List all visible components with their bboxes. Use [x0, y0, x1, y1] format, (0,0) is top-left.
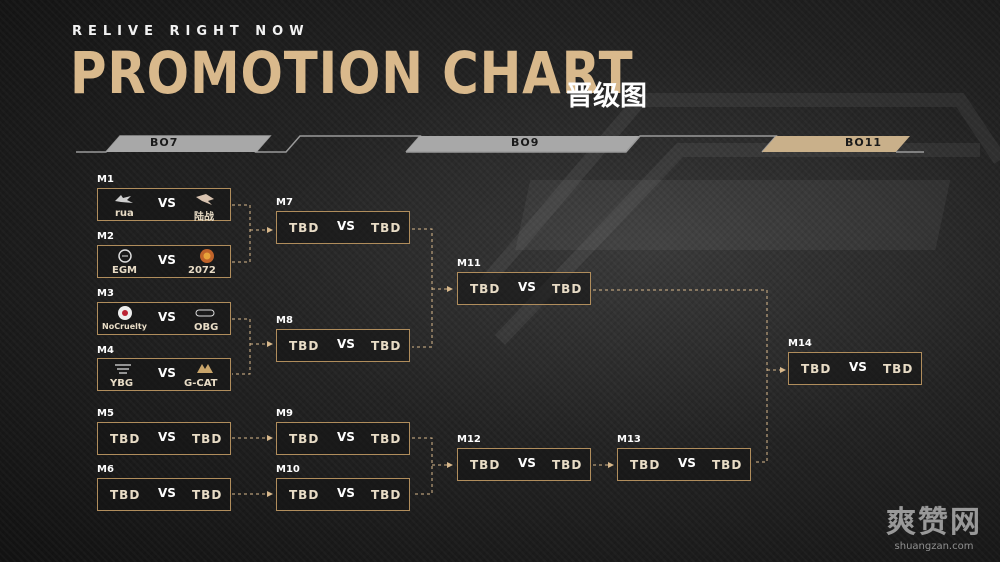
vs-label: VS — [158, 196, 176, 210]
team1-name: YBG — [110, 378, 134, 389]
vs-label: VS — [518, 456, 536, 470]
2072-logo-icon — [200, 249, 214, 263]
team1-name: NoCruelty — [102, 322, 147, 331]
team2-name: TBD — [371, 432, 402, 446]
watermark-cn: 爽赞网 — [886, 505, 982, 540]
watermark-en: shuangzan.com — [894, 541, 974, 552]
team2-name: TBD — [883, 362, 914, 376]
bird-logo-icon — [196, 194, 214, 205]
team2-name: OBG — [194, 322, 219, 333]
team2-name: 2072 — [188, 265, 216, 276]
match-m12[interactable]: TBD VS TBD — [457, 448, 591, 481]
vs-label: VS — [337, 337, 355, 351]
match-label-m5: M5 — [97, 408, 114, 419]
vs-label: VS — [158, 253, 176, 267]
team2-name: TBD — [192, 488, 223, 502]
match-m6[interactable]: TBD VS TBD — [97, 478, 231, 511]
match-m1[interactable]: rua VS 陆战 — [97, 188, 231, 223]
team1-name: EGM — [112, 265, 137, 276]
page-title-cn: 晋级图 — [566, 81, 647, 112]
team1-name: TBD — [110, 432, 141, 446]
vs-label: VS — [158, 486, 176, 500]
vs-label: VS — [158, 310, 176, 324]
team1-name: TBD — [289, 221, 320, 235]
match-label-m13: M13 — [617, 434, 641, 445]
phase-bo9-label: BO9 — [511, 136, 540, 149]
team2-name: TBD — [371, 221, 402, 235]
team1-name: TBD — [110, 488, 141, 502]
vs-label: VS — [337, 486, 355, 500]
vs-label: VS — [849, 360, 867, 374]
phase-bo11-label: BO11 — [845, 136, 883, 149]
team1-name: TBD — [630, 458, 661, 472]
team1-name: TBD — [289, 432, 320, 446]
match-label-m4: M4 — [97, 345, 114, 356]
gcat-logo-icon — [197, 364, 213, 373]
match-label-m6: M6 — [97, 464, 114, 475]
team1-name: TBD — [289, 488, 320, 502]
match-label-m7: M7 — [276, 197, 293, 208]
vs-label: VS — [337, 430, 355, 444]
page-title: PROMOTION CHART — [70, 39, 634, 107]
team2-name: TBD — [552, 458, 583, 472]
match-m5[interactable]: TBD VS TBD — [97, 422, 231, 455]
match-m3[interactable]: NoCruelty VS OBG — [97, 302, 231, 335]
team1-name: TBD — [289, 339, 320, 353]
vs-label: VS — [518, 280, 536, 294]
team2-name: TBD — [371, 488, 402, 502]
team2-name: 陆战 — [194, 212, 214, 223]
team1-name: TBD — [470, 282, 501, 296]
team2-name: TBD — [552, 282, 583, 296]
site-watermark: 爽赞网 shuangzan.com — [886, 497, 982, 552]
match-label-m14: M14 — [788, 338, 812, 349]
match-m13[interactable]: TBD VS TBD — [617, 448, 751, 481]
match-label-m2: M2 — [97, 231, 114, 242]
match-m7[interactable]: TBD VS TBD — [276, 211, 410, 244]
team1-name: rua — [115, 208, 134, 219]
match-m9[interactable]: TBD VS TBD — [276, 422, 410, 455]
match-m10[interactable]: TBD VS TBD — [276, 478, 410, 511]
match-label-m3: M3 — [97, 288, 114, 299]
match-label-m11: M11 — [457, 258, 481, 269]
phase-bo7-label: BO7 — [150, 136, 179, 149]
match-m11[interactable]: TBD VS TBD — [457, 272, 591, 305]
match-m4[interactable]: YBG VS G-CAT — [97, 358, 231, 391]
team1-name: TBD — [470, 458, 501, 472]
team2-name: G-CAT — [184, 378, 218, 389]
match-label-m9: M9 — [276, 408, 293, 419]
vs-label: VS — [337, 219, 355, 233]
header-subtitle: RELIVE RIGHT NOW — [72, 24, 310, 39]
match-label-m8: M8 — [276, 315, 293, 326]
team2-name: TBD — [712, 458, 743, 472]
nocruelty-logo-icon — [118, 306, 132, 320]
match-m14[interactable]: TBD VS TBD — [788, 352, 922, 385]
team1-name: TBD — [801, 362, 832, 376]
match-label-m12: M12 — [457, 434, 481, 445]
vs-label: VS — [158, 366, 176, 380]
team2-name: TBD — [192, 432, 223, 446]
match-m2[interactable]: EGM VS 2072 — [97, 245, 231, 278]
obg-logo-icon — [195, 309, 215, 317]
team2-name: TBD — [371, 339, 402, 353]
match-label-m1: M1 — [97, 174, 114, 185]
vs-label: VS — [678, 456, 696, 470]
ybg-logo-icon — [115, 364, 131, 374]
match-label-m10: M10 — [276, 464, 300, 475]
egm-logo-icon — [118, 249, 132, 263]
match-m8[interactable]: TBD VS TBD — [276, 329, 410, 362]
vs-label: VS — [158, 430, 176, 444]
shark-logo-icon — [115, 195, 133, 203]
